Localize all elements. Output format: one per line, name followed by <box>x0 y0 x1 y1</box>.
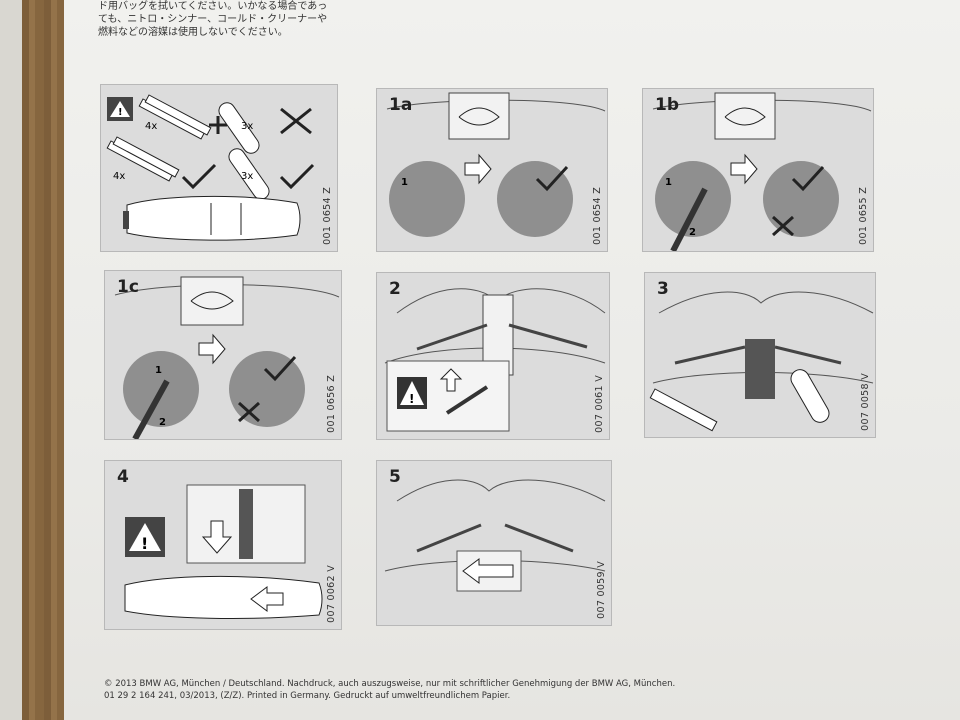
latch-circle-right <box>763 161 839 237</box>
quantity-board-bottom: 3x <box>241 171 254 182</box>
snowboard-icon <box>790 369 830 423</box>
panel-step-2: ! 2 007 0061 V <box>376 272 610 440</box>
step-1b-illustration <box>652 92 872 251</box>
svg-text:!: ! <box>118 107 123 118</box>
arrow-right-icon <box>464 153 492 185</box>
svg-text:!: ! <box>141 534 148 553</box>
step-1a-illustration <box>386 92 606 237</box>
japanese-line-2: ても、ニトロ・シンナー、コールド・クリーナーや <box>98 14 328 25</box>
ski-bag <box>745 339 775 399</box>
panel-step-4: ! 4 007 0062 V <box>104 460 342 630</box>
arrow-left-icon <box>250 586 284 612</box>
instruction-sheet: ド用バッグを拭いてください。いかなる場合であっ ても、ニトロ・シンナー、コールド… <box>64 0 960 720</box>
step-label: 1c <box>117 277 139 297</box>
panel-step-1a: 1a 1 001 0654 Z <box>376 88 608 252</box>
latch-circle-left <box>655 161 731 237</box>
svg-text:!: ! <box>409 392 414 406</box>
marker-2: 2 <box>689 227 696 238</box>
part-code: 001 0655 Z <box>858 187 869 245</box>
step-4-illustration: ! <box>124 484 323 619</box>
check-icon <box>791 165 825 192</box>
latch-circle-left <box>389 161 465 237</box>
plus-icon <box>209 116 227 134</box>
part-code: 007 0059 V <box>596 561 607 619</box>
skis-icon <box>649 388 718 432</box>
marker-2: 2 <box>159 417 166 428</box>
part-code: 001 0656 Z <box>326 375 337 433</box>
step-3-illustration <box>649 291 874 432</box>
arrow-right-icon <box>198 333 226 365</box>
snowboard-icon <box>218 102 270 200</box>
panel-step-1b: 1b 1 2 001 0655 Z <box>642 88 874 252</box>
ski-bag-icon <box>123 195 301 241</box>
eye-icon <box>714 92 776 140</box>
panel-step-5: 5 007 0059 V <box>376 460 612 626</box>
latch-circle-right <box>229 351 305 427</box>
eye-icon <box>448 92 510 140</box>
arrow-down-icon <box>201 520 233 554</box>
arrow-right-icon <box>730 153 758 185</box>
step-label: 2 <box>389 279 401 299</box>
check-icon <box>535 165 569 192</box>
step-label: 5 <box>389 467 401 487</box>
arrow-left-icon <box>462 558 514 584</box>
quantity-board-top: 3x <box>241 121 254 132</box>
step-label: 3 <box>657 279 669 299</box>
panel-step-1c: 1c 1 2 001 0656 Z <box>104 270 342 440</box>
quantity-skis-bottom: 4x <box>113 171 126 182</box>
japanese-line-3: 燃料などの溶媒は使用しないでください。 <box>98 27 288 38</box>
marker-1: 1 <box>155 365 162 376</box>
print-info-line: 01 29 2 164 241, 03/2013, (Z/Z). Printed… <box>104 691 511 701</box>
part-code: 001 0654 Z <box>322 187 333 245</box>
step-label: 4 <box>117 467 129 487</box>
step-label: 1a <box>389 95 413 115</box>
quantity-skis-top: 4x <box>145 121 158 132</box>
japanese-text-block: ド用バッグを拭いてください。いかなる場合であっ ても、ニトロ・シンナー、コールド… <box>98 0 327 39</box>
part-code: 007 0058 V <box>860 373 871 431</box>
cross-icon <box>237 401 261 423</box>
overview-illustration: ! <box>106 94 315 241</box>
copyright-footer: © 2013 BMW AG, München / Deutschland. Na… <box>104 678 675 702</box>
step-2-illustration: ! <box>384 288 606 432</box>
marker: 1 <box>401 177 408 188</box>
cross-icon <box>771 215 795 237</box>
arrow-up-icon <box>439 368 463 392</box>
part-code: 001 0654 Z <box>592 187 603 245</box>
underlying-paper-edge <box>0 0 22 720</box>
copyright-line: © 2013 BMW AG, München / Deutschland. Na… <box>104 679 676 689</box>
check-icon-2 <box>279 163 315 190</box>
panel-step-3: 3 007 0058 V <box>644 272 876 438</box>
marker-1: 1 <box>665 177 672 188</box>
check-icon-1 <box>181 163 217 190</box>
part-code: 007 0061 V <box>594 375 605 433</box>
part-code: 007 0062 V <box>326 565 337 623</box>
japanese-line-1: ド用バッグを拭いてください。いかなる場合であっ <box>98 1 328 12</box>
cross-icon <box>280 107 312 135</box>
step-5-illustration <box>384 479 606 592</box>
ski-bag-icon <box>124 575 323 619</box>
check-icon <box>263 355 297 382</box>
panel-overview: ! <box>100 84 338 252</box>
step-1c-illustration <box>114 276 340 439</box>
step-label: 1b <box>655 95 679 115</box>
skis-icon <box>106 94 212 182</box>
